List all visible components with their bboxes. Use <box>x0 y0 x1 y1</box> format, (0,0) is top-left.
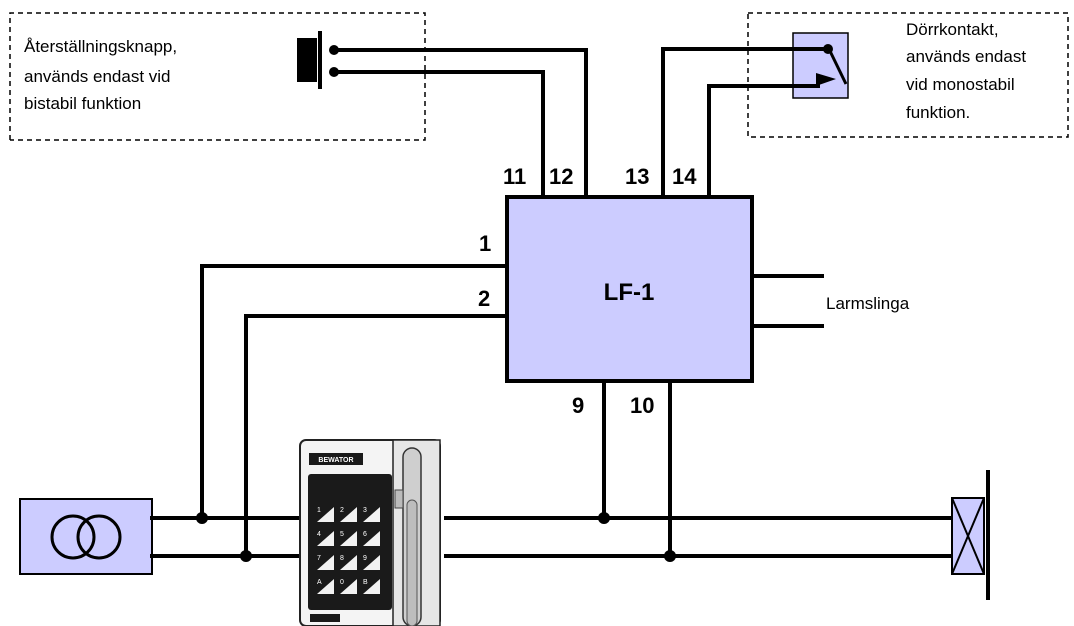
terminal-13-label: 13 <box>625 164 649 189</box>
transformer-icon <box>19 498 153 575</box>
terminal-2-label: 2 <box>478 286 490 311</box>
terminal-10-label: 10 <box>630 393 654 418</box>
keypad-key-label: 6 <box>363 531 367 538</box>
keypad-key-label: 3 <box>363 507 367 514</box>
keypad-key <box>317 555 334 570</box>
terminal-11-label: 11 <box>503 164 526 189</box>
reset-note-line-3: bistabil funktion <box>24 94 141 113</box>
keypad-key <box>340 579 357 594</box>
reset-note-frame <box>9 12 426 141</box>
keypad-key <box>363 555 380 570</box>
wire-terminal-1 <box>200 264 509 518</box>
junction-dot <box>240 550 252 562</box>
reset-note-line-2: används endast vid <box>24 67 171 86</box>
keypad-key-label: A <box>317 579 322 586</box>
door-note-frame <box>747 12 1069 138</box>
keypad-key <box>317 579 334 594</box>
terminal-9-label: 9 <box>572 393 584 418</box>
keypad-key <box>363 531 380 546</box>
junction-dot <box>664 550 676 562</box>
keypad-key-label: 7 <box>317 555 321 562</box>
wire-terminal-11 <box>334 70 545 197</box>
keypad-key-label: 0 <box>340 579 344 586</box>
keypad-key <box>363 507 380 522</box>
wire-terminal-12 <box>334 48 588 197</box>
lf1-unit-label: LF-1 <box>604 279 655 306</box>
keypad-reader-icon: BEWATOR 1 2 3 4 5 6 7 8 9A 0 B <box>299 439 441 626</box>
keypad-key-label: 1 <box>317 507 321 514</box>
keypad-key <box>363 579 380 594</box>
keypad-keys: 1 2 3 4 5 6 7 8 9A 0 B <box>317 507 380 594</box>
door-note-line-2: används endast <box>906 47 1026 66</box>
lf1-unit-box <box>505 195 754 383</box>
keypad-key-label: B <box>363 579 368 586</box>
terminal-14-label: 14 <box>672 164 697 189</box>
keypad-key-label: 9 <box>363 555 367 562</box>
keypad-key <box>340 531 357 546</box>
alarm-loop-label: Larmslinga <box>826 294 910 313</box>
junction-dot <box>196 512 208 524</box>
keypad-key <box>340 555 357 570</box>
terminal-12-label: 12 <box>549 164 573 189</box>
reset-note-line-1: Återställningsknapp, <box>24 37 177 56</box>
keypad-key-label: 4 <box>317 531 321 538</box>
door-note: Dörrkontakt, används endast vid monostab… <box>906 20 1031 122</box>
keypad-key-label: 5 <box>340 531 344 538</box>
reset-note: Återställningsknapp, används endast vid … <box>24 37 182 113</box>
door-note-line-3: vid monostabil <box>906 75 1015 94</box>
wire-terminal-14 <box>707 84 820 197</box>
door-note-line-1: Dörrkontakt, <box>906 20 999 39</box>
keypad-key-label: 8 <box>340 555 344 562</box>
keypad-key-label: 2 <box>340 507 344 514</box>
terminal-1-label: 1 <box>479 231 491 256</box>
keypad-brand: BEWATOR <box>318 457 353 464</box>
door-lock-icon <box>951 470 990 600</box>
keypad-key <box>317 531 334 546</box>
keypad-key <box>340 507 357 522</box>
push-button-icon <box>297 31 339 89</box>
door-note-line-4: funktion. <box>906 103 970 122</box>
wire-terminal-13 <box>661 47 830 197</box>
wire-terminal-2 <box>244 314 509 558</box>
door-contact-switch-icon <box>792 32 849 99</box>
keypad-key <box>317 507 334 522</box>
junction-dot <box>598 512 610 524</box>
